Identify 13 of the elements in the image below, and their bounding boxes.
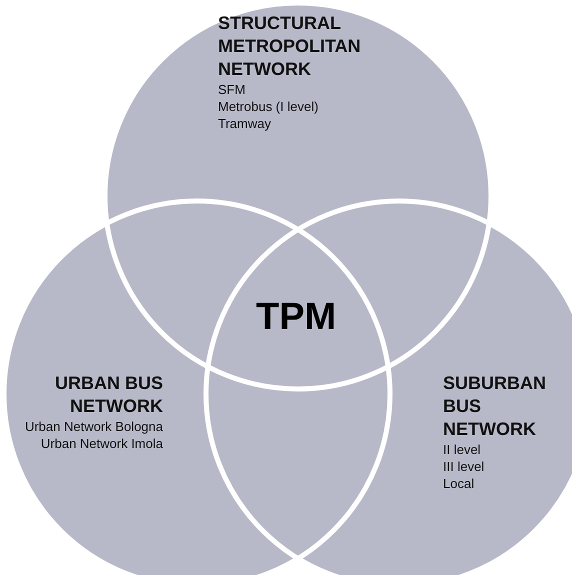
circle-heading: URBAN BUS NETWORK <box>54 372 163 418</box>
list-item: Tramway <box>218 115 272 132</box>
venn-circle <box>203 198 572 575</box>
list-item: Urban Network Bologna <box>24 418 163 435</box>
list-item: Urban Network Imola <box>40 435 163 452</box>
circle-heading: SUBURBAN BUS NETWORK <box>443 372 547 441</box>
list-item: III level <box>443 458 486 475</box>
center-label: TPM <box>256 296 336 339</box>
list-item: II level <box>443 441 482 458</box>
circle-heading: STRUCTURAL METROPOLITAN NETWORK <box>218 12 362 81</box>
list-item: SFM <box>218 81 246 98</box>
list-item: Local <box>443 475 476 492</box>
list-item: Metrobus (I level) <box>218 98 320 115</box>
